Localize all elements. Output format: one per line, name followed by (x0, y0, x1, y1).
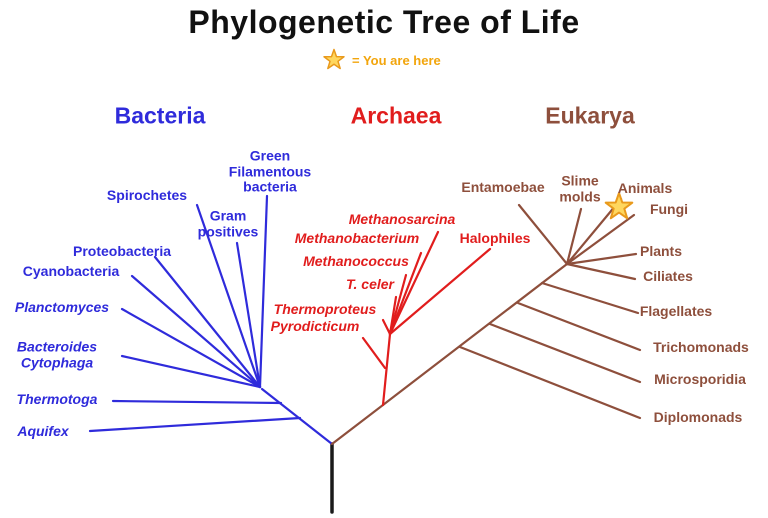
branch-eukarya-main (330, 262, 569, 446)
branch-gram-positives (235, 241, 262, 389)
bacteria-branches (88, 194, 334, 446)
taxon-green-filamentous-bacteria: Green Filamentous bacteria (228, 147, 312, 195)
taxon-fungi: Fungi (649, 201, 689, 218)
branch-fungi (565, 213, 636, 266)
branch-planctomyces (120, 307, 262, 389)
taxon-methanosarcina: Methanosarcina (348, 211, 456, 228)
branch-trichomonads (516, 301, 642, 352)
branch-bacteroides-cytophaga (120, 354, 262, 389)
taxon-planctomyces: Planctomyces (14, 299, 110, 316)
taxon-gram-positives: Gram positives (197, 207, 259, 239)
page-title: Phylogenetic Tree of Life (188, 4, 580, 40)
taxon-trichomonads: Trichomonads (653, 339, 749, 356)
taxon-t-celer: T. celer (346, 276, 394, 293)
branch-green-filamentous (258, 194, 269, 389)
taxon-halophiles: Halophiles (459, 230, 531, 247)
branch-spirochetes (195, 203, 262, 389)
branch-flagellates (540, 281, 640, 315)
branch-pyrodicticum (361, 336, 387, 370)
branch-thermoproteus (381, 318, 392, 336)
you-are-here-star-icon (604, 192, 634, 220)
eukarya-branches (330, 197, 642, 446)
branch-cyanobacteria (130, 274, 262, 389)
branch-proteobacteria (153, 255, 262, 389)
branch-ciliates (565, 262, 637, 281)
taxon-animals: Animals (617, 180, 673, 197)
domain-label-bacteria: Bacteria (114, 102, 206, 129)
branch-archaea-stem (381, 332, 392, 407)
branch-bacteria-main (260, 387, 334, 446)
taxon-methanococcus: Methanococcus (303, 253, 409, 270)
taxon-pyrodicticum: Pyrodicticum (270, 318, 360, 335)
star-shape (323, 48, 345, 70)
branch-slime-molds (565, 207, 583, 266)
taxon-diplomonads: Diplomonads (653, 409, 743, 426)
branch-thermotoga (111, 399, 283, 405)
legend-text: = You are here (352, 52, 441, 68)
taxon-spirochetes: Spirochetes (106, 187, 188, 204)
taxon-aquifex: Aquifex (17, 423, 69, 440)
branch-halophiles (388, 247, 492, 336)
domain-label-archaea: Archaea (350, 102, 442, 129)
taxon-bacteroides-cytophaga: Bacteroides Cytophaga (16, 338, 98, 370)
legend-star-icon (323, 48, 345, 70)
branch-methanosarcina (388, 230, 440, 336)
branch-animals (565, 197, 623, 266)
taxon-methanobacterium: Methanobacterium (294, 230, 420, 247)
domain-label-eukarya: Eukarya (545, 102, 635, 129)
taxon-microsporidia: Microsporidia (654, 371, 746, 388)
taxon-entamoebae: Entamoebae (461, 179, 545, 196)
taxon-proteobacteria: Proteobacteria (72, 243, 172, 260)
taxon-slime-molds: Slime molds (559, 172, 601, 204)
legend: = You are here (322, 48, 441, 72)
taxon-thermotoga: Thermotoga (16, 391, 98, 408)
branch-aquifex (88, 416, 302, 433)
branch-entamoebae (517, 203, 569, 266)
taxon-cyanobacteria: Cyanobacteria (22, 263, 120, 280)
branch-microsporidia (488, 322, 642, 384)
branch-plants (565, 252, 638, 266)
branch-diplomonads (458, 345, 642, 420)
branch-methanobacterium (388, 251, 423, 336)
taxon-thermoproteus: Thermoproteus (273, 301, 377, 318)
taxon-flagellates: Flagellates (639, 303, 713, 320)
archaea-branches (361, 230, 492, 407)
branch-t-celer (388, 295, 398, 336)
taxon-plants: Plants (639, 243, 683, 260)
star-shape (604, 192, 634, 220)
taxon-ciliates: Ciliates (643, 268, 693, 285)
